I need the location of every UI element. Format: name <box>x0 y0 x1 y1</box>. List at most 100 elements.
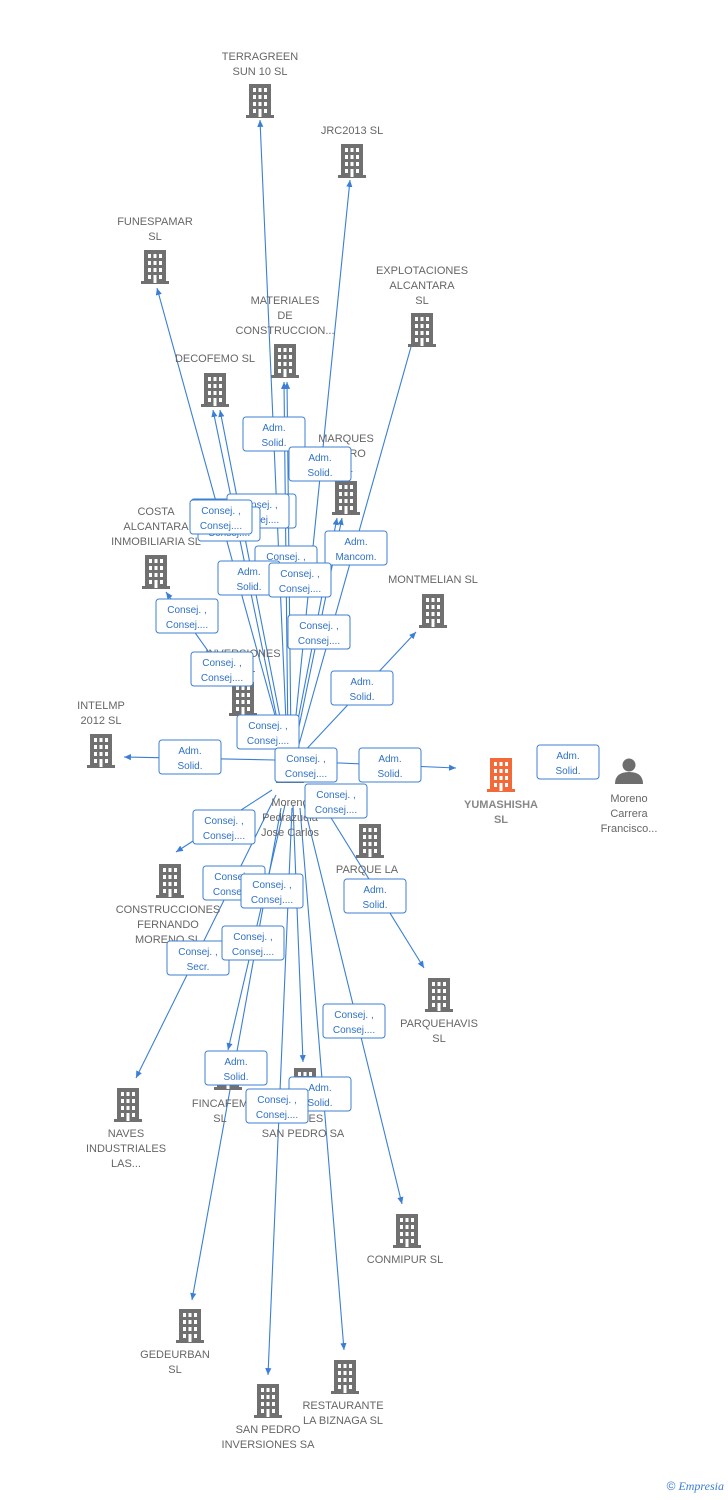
node-label: MATERIALES <box>251 295 320 307</box>
node-label: 2012 SL <box>81 715 122 727</box>
building-icon <box>331 1360 359 1394</box>
edge-label-overlapping[interactable]: Consej. , Consej.... <box>236 714 300 750</box>
building-icon <box>254 1384 282 1418</box>
edge-label-box <box>192 809 256 845</box>
edge-label-text: Solid. <box>307 468 332 479</box>
edge-label-moreno_jose-materiales[interactable]: Adm.Solid. <box>288 446 352 482</box>
node-label: INMOBILIARIA SL <box>111 536 201 548</box>
edge-label-text: Solid. <box>223 1072 248 1083</box>
node-decofemo[interactable]: DECOFEMO SL <box>175 353 255 407</box>
node-label: INDUSTRIALES <box>86 1143 166 1155</box>
node-label: SL <box>432 1033 445 1045</box>
edge-label-moreno_francisco-yumashisha[interactable]: Adm.Solid. <box>536 744 600 780</box>
edge-label-moreno_jose-construcciones[interactable]: Consej. ,Consej.... <box>192 809 256 845</box>
edge-label-moreno_jose-materiales[interactable]: Adm.Solid. <box>242 416 306 452</box>
node-label: LA BIZNAGA SL <box>303 1415 383 1427</box>
edge-label-text: Consej.... <box>251 895 293 906</box>
edge-label-box <box>322 1003 386 1039</box>
edge-label-text: Adm. <box>178 746 201 757</box>
edge-label-box <box>190 651 254 687</box>
edge-label-text: Solid. <box>555 766 580 777</box>
node-label: CONMIPUR SL <box>367 1254 443 1266</box>
edge-label-moreno_jose-conmipur[interactable]: Consej. ,Consej.... <box>322 1003 386 1039</box>
edge-label-box <box>155 598 219 634</box>
edge-label-text: Solid. <box>236 582 261 593</box>
node-label: SAN PEDRO SA <box>262 1128 345 1140</box>
edge-label-moreno_jose-inversiones[interactable]: Consej. ,Consej.... <box>190 651 254 687</box>
edge-label-overlapping[interactable]: Consej. ,Consej.... <box>221 925 285 961</box>
edge-label-text: Consej. , <box>334 1010 373 1021</box>
edge-label-moreno_jose-fincafem[interactable]: Adm. Solid. <box>204 1050 268 1086</box>
edge-label-box <box>288 446 352 482</box>
node-label: INVERSIONES SA <box>222 1439 316 1451</box>
edge-label-text: Adm. <box>350 677 373 688</box>
node-label: SL <box>213 1113 226 1125</box>
edge-label-text: Consej.... <box>247 736 289 747</box>
edge-label-moreno_jose-marques[interactable]: Adm.Mancom. <box>324 530 388 566</box>
person-icon <box>615 758 643 784</box>
node-jrc2013[interactable]: JRC2013 SL <box>321 125 383 178</box>
edge-label-box <box>536 744 600 780</box>
edge-label-overlapping[interactable]: Consej. ,Consej.... <box>274 747 338 783</box>
building-icon <box>201 373 229 407</box>
node-label: SL <box>415 295 428 307</box>
edge-label-text: Consej. , <box>252 880 291 891</box>
edge-label-text: Adm. <box>224 1057 247 1068</box>
edge-label-overlapping[interactable]: Consej. ,Consej.... <box>287 614 351 650</box>
node-materiales[interactable]: MATERIALESDECONSTRUCCION... <box>236 295 335 378</box>
edge-label-text: Consej. , <box>204 816 243 827</box>
edge-label-text: Consej.... <box>213 887 255 898</box>
edge-label-box <box>268 562 332 598</box>
edge-label-moreno_jose-parquehavis[interactable]: Adm.Solid. <box>343 878 407 914</box>
edge-label-text: Consej. , <box>248 721 287 732</box>
footer-brand[interactable]: ©Empresia <box>667 1479 724 1494</box>
edge-label-moreno_jose-san_pedro[interactable]: Consej. ,Consej.... <box>245 1088 309 1124</box>
node-conmipur[interactable]: CONMIPUR SL <box>367 1214 443 1266</box>
building-icon <box>229 682 257 716</box>
copyright-symbol: © <box>666 1479 676 1493</box>
edge-label-text: Solid. <box>261 438 286 449</box>
node-naves[interactable]: NAVESINDUSTRIALESLAS... <box>86 1088 166 1170</box>
edge-label-moreno_jose-yumashisha[interactable]: Adm.Solid. <box>358 747 422 783</box>
edge-label-moreno_jose-intelmp[interactable]: Adm.Solid. <box>158 739 222 775</box>
edge-label-text: Consej. , <box>167 605 206 616</box>
edge-label-box <box>245 1088 309 1124</box>
edge-moreno_jose-to-inv_san_pedro_sa[interactable] <box>292 804 306 1063</box>
node-label: DECOFEMO SL <box>175 353 255 365</box>
edge-label-moreno_jose-costa[interactable]: Consej. ,Consej.... <box>155 598 219 634</box>
brand-logo-text: Empresia <box>678 1479 724 1493</box>
edge-label-moreno_jose-montmelian[interactable]: Adm.Solid. <box>330 670 394 706</box>
node-moreno_francisco[interactable]: MorenoCarreraFrancisco... <box>601 758 658 836</box>
edge-label-overlapping[interactable]: Consej. ,Consej.... <box>189 499 253 535</box>
node-label: FERNANDO <box>137 919 199 931</box>
edge-label-moreno_jose-naves[interactable]: Consej. ,Secr. <box>166 940 230 976</box>
edge-label-overlapping[interactable]: Consej. ,Consej.... <box>268 562 332 598</box>
node-label: TERRAGREEN <box>222 51 298 63</box>
node-label: Francisco... <box>601 823 658 835</box>
edge-labels-layer: Adm.Solid.Adm.Solid.Adm.Solid.Consej. ,C… <box>155 416 600 1124</box>
edge-label-text: Adm. <box>237 567 260 578</box>
node-label: MONTMELIAN SL <box>388 574 478 586</box>
edge-label-text: Consej.... <box>232 947 274 958</box>
node-label: YUMASHISHA <box>464 799 538 811</box>
edge-label-overlapping[interactable]: Consej. ,Consej.... <box>304 783 368 819</box>
edge-label-text: Adm. <box>308 1083 331 1094</box>
node-montmelian[interactable]: MONTMELIAN SL <box>388 574 478 628</box>
edge-label-overlapping[interactable]: Consej. , Consej.... <box>240 873 304 909</box>
building-icon <box>408 313 436 347</box>
node-label: DE <box>277 310 292 322</box>
